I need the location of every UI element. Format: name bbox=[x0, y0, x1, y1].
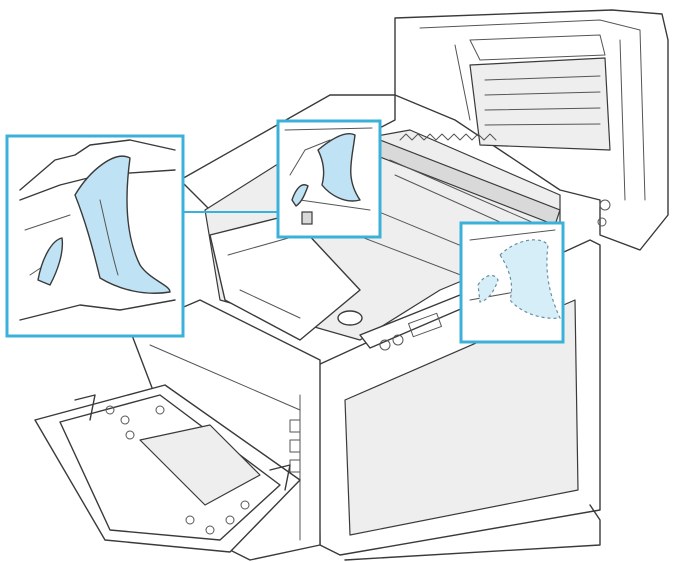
hidden-lever-outline bbox=[499, 239, 561, 319]
zoom-callout-frame bbox=[5, 134, 185, 338]
side-callout-lever bbox=[459, 221, 565, 344]
zoom-callout-lever bbox=[5, 134, 278, 338]
highlighted-lever-small bbox=[317, 133, 361, 202]
source-callout-lever bbox=[276, 119, 382, 239]
side-callout-frame bbox=[459, 221, 565, 344]
source-callout-frame bbox=[276, 119, 382, 239]
highlighted-lever-large bbox=[74, 155, 171, 294]
front-door bbox=[34, 384, 301, 553]
top-cover bbox=[394, 9, 669, 251]
